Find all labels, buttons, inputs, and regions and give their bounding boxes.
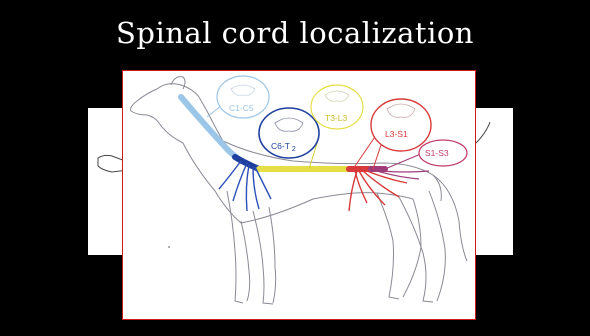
label-s1-s3: S1-S3 bbox=[425, 148, 449, 158]
callout-c1-c5: C1-C5 bbox=[217, 76, 269, 118]
label-t3-l3: T3-L3 bbox=[325, 113, 347, 123]
label-l3-s1: L3-S1 bbox=[385, 129, 408, 139]
label-c1-c5: C1-C5 bbox=[229, 103, 254, 113]
image-speck bbox=[168, 246, 170, 248]
slide-title: Spinal cord localization bbox=[0, 16, 590, 50]
lumbosacral-plexus-nerves bbox=[349, 171, 407, 211]
callout-t3-l3: T3-L3 bbox=[311, 85, 363, 129]
callout-s1-s3: S1-S3 bbox=[419, 140, 467, 166]
callout-l3-s1: L3-S1 bbox=[371, 99, 431, 151]
background-dog-tail-sketch bbox=[476, 122, 490, 143]
